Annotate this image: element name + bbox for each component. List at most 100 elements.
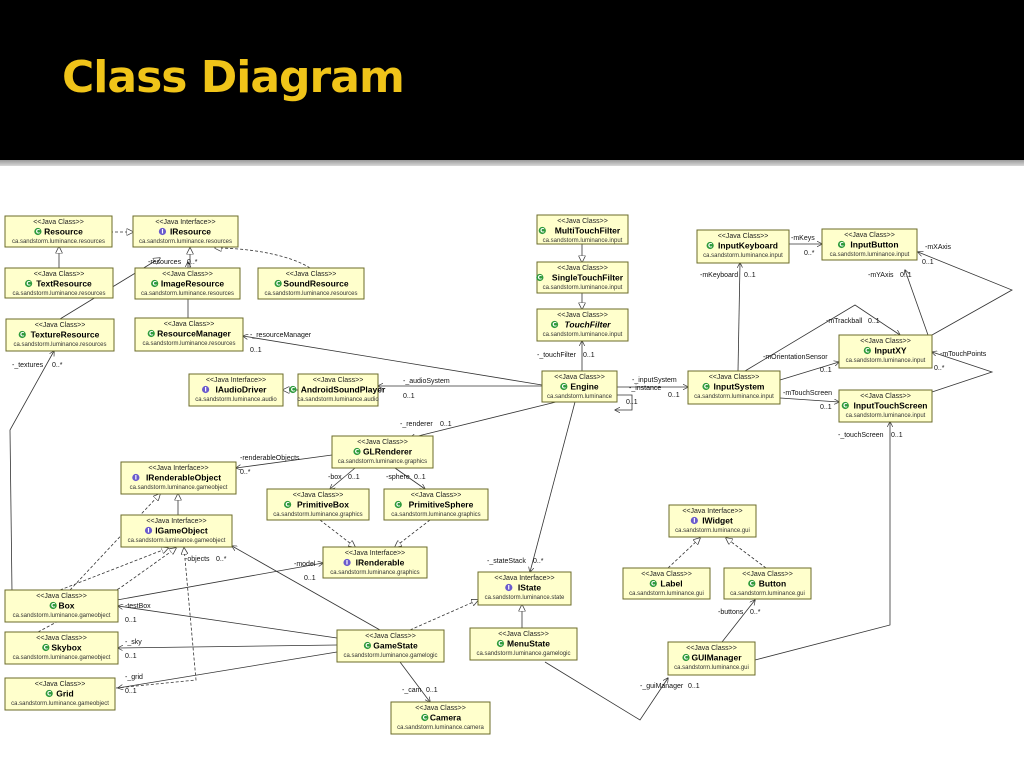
- class-box-iwidget: <<Java Interface>>IWidgetIca.sandstorm.l…: [668, 504, 757, 538]
- svg-text:I: I: [204, 387, 206, 394]
- class-box-touchfilter: <<Java Class>>TouchFilterCca.sandstorm.l…: [536, 308, 629, 342]
- class-box-box: <<Java Class>>BoxCca.sandstorm.luminance…: [4, 589, 119, 623]
- package-name: ca.sandstorm.luminance.gameobject: [130, 485, 228, 491]
- class-icon: C: [25, 279, 33, 288]
- class-box-frame: [390, 701, 491, 735]
- class-icon: C: [289, 385, 297, 394]
- edge-label: -_sky: [125, 639, 142, 646]
- class-icon: C: [560, 382, 568, 391]
- package-name: ca.sandstorm.luminance.gameobject: [13, 613, 111, 619]
- interface-icon: I: [690, 516, 698, 525]
- edge-label: -_touchScreen: [838, 432, 884, 439]
- package-name: ca.sandstorm.luminance.gameobject: [13, 655, 111, 661]
- class-box-glrenderer: <<Java Class>>GLRendererCca.sandstorm.lu…: [331, 435, 434, 469]
- slide-title: Class Diagram: [62, 52, 405, 103]
- class-icon: C: [34, 227, 42, 236]
- class-box-frame: [322, 546, 428, 579]
- edge-label: 0..*: [804, 250, 815, 257]
- class-name: GUIManager: [691, 653, 742, 663]
- class-icon: C: [421, 713, 429, 722]
- class-icon: C: [748, 579, 756, 588]
- svg-text:I: I: [161, 229, 163, 236]
- class-diagram: -resources 0..* -_textures 0..* -_resour…: [4, 214, 1013, 735]
- svg-text:C: C: [365, 643, 370, 650]
- edge-primitivebox-irenderable: [319, 519, 355, 547]
- svg-text:C: C: [36, 229, 41, 236]
- edge-label: 0..1: [820, 367, 832, 374]
- package-name: ca.sandstorm.luminance.state: [485, 595, 565, 601]
- edge-label: 0..*: [216, 556, 227, 563]
- class-icon: C: [18, 330, 26, 339]
- stereotype-label: <<Java Class>>: [286, 271, 337, 278]
- edge-label: 0..1: [414, 474, 426, 481]
- stereotype-label: <<Java Class>>: [34, 271, 85, 278]
- class-name: PrimitiveSphere: [409, 500, 474, 510]
- svg-text:C: C: [498, 641, 503, 648]
- svg-text:C: C: [26, 281, 31, 288]
- class-box-frame: [132, 215, 239, 248]
- edge-touchscreen-inputxy: [932, 352, 994, 393]
- package-name: ca.sandstorm.luminance.graphics: [273, 512, 362, 518]
- edge-label: -mOrientationSensor: [763, 354, 828, 361]
- edge-label: 0..*: [187, 259, 198, 266]
- class-name: IAudioDriver: [215, 385, 267, 395]
- edge-gamestate-igameobject: [232, 546, 381, 631]
- edge-engine-instance: [615, 394, 633, 410]
- class-box-frame: [4, 677, 116, 711]
- edge-primitivesphere-irenderable: [395, 519, 431, 547]
- edge-menustate-guimanager: [544, 661, 668, 721]
- edge-engine-glrenderer: [410, 401, 557, 438]
- svg-text:C: C: [843, 403, 848, 410]
- svg-text:C: C: [540, 228, 545, 235]
- class-icon: C: [49, 601, 57, 610]
- class-icon: C: [45, 689, 53, 698]
- class-box-frame: [4, 631, 119, 665]
- package-name: ca.sandstorm.luminance.gui: [674, 665, 749, 671]
- edge-box-irenderable: [116, 563, 323, 601]
- class-name: InputXY: [874, 346, 906, 356]
- class-name: IGameObject: [155, 526, 208, 536]
- edge-label: -mTrackball: [826, 318, 863, 325]
- stereotype-label: <<Java Interface>>: [206, 377, 266, 384]
- svg-text:C: C: [651, 581, 656, 588]
- class-name: MenuState: [507, 639, 550, 649]
- edge-guimanager-touchscreen: [754, 422, 890, 661]
- edge-label: 0..1: [900, 272, 912, 279]
- class-name: MultiTouchFilter: [555, 226, 621, 236]
- edge-inputsystem-orientation: [779, 362, 839, 381]
- class-name: IRenderableObject: [146, 473, 221, 483]
- class-icon: C: [863, 346, 871, 355]
- edge-glrenderer-irenderableobject: [236, 454, 333, 468]
- class-name: IRenderable: [356, 558, 405, 568]
- svg-text:C: C: [423, 715, 428, 722]
- svg-text:I: I: [147, 528, 149, 535]
- class-name: PrimitiveBox: [297, 500, 349, 510]
- edge-label: 0..1: [348, 474, 360, 481]
- edge-inputxy-button-x: [918, 252, 1013, 336]
- package-name: ca.sandstorm.luminance.input: [543, 332, 623, 338]
- edge-label: -_instance: [629, 385, 661, 392]
- relationship-labels: -resources 0..* -_textures 0..* -_resour…: [12, 235, 987, 695]
- package-name: ca.sandstorm.luminance.gameobject: [128, 538, 226, 544]
- class-icon: C: [363, 641, 372, 650]
- stereotype-label: <<Java Class>>: [860, 338, 911, 345]
- class-box-frame: [668, 504, 757, 538]
- class-name: Grid: [56, 689, 73, 699]
- edge-inputsystem-keyboard: [738, 263, 740, 372]
- edge-label: 0..*: [750, 609, 761, 616]
- stereotype-label: <<Java Interface>>: [155, 219, 215, 226]
- edge-label: 0..1: [250, 347, 262, 354]
- title-bar: Class Diagram: [0, 0, 1024, 160]
- class-box-skybox: <<Java Class>>SkyboxCca.sandstorm.lumina…: [4, 631, 119, 665]
- edge-label: -_stateStack: [487, 558, 526, 565]
- svg-text:C: C: [152, 281, 157, 288]
- edge-label: -model: [294, 561, 316, 568]
- svg-text:C: C: [291, 387, 296, 394]
- edge-gamestate-skybox: [118, 644, 338, 648]
- class-icon: C: [274, 279, 282, 288]
- stereotype-label: <<Java Interface>>: [682, 508, 742, 515]
- stereotype-label: <<Java Class>>: [557, 265, 608, 272]
- class-name: Engine: [570, 382, 599, 392]
- stereotype-label: <<Java Class>>: [33, 219, 84, 226]
- class-icon: C: [353, 447, 361, 456]
